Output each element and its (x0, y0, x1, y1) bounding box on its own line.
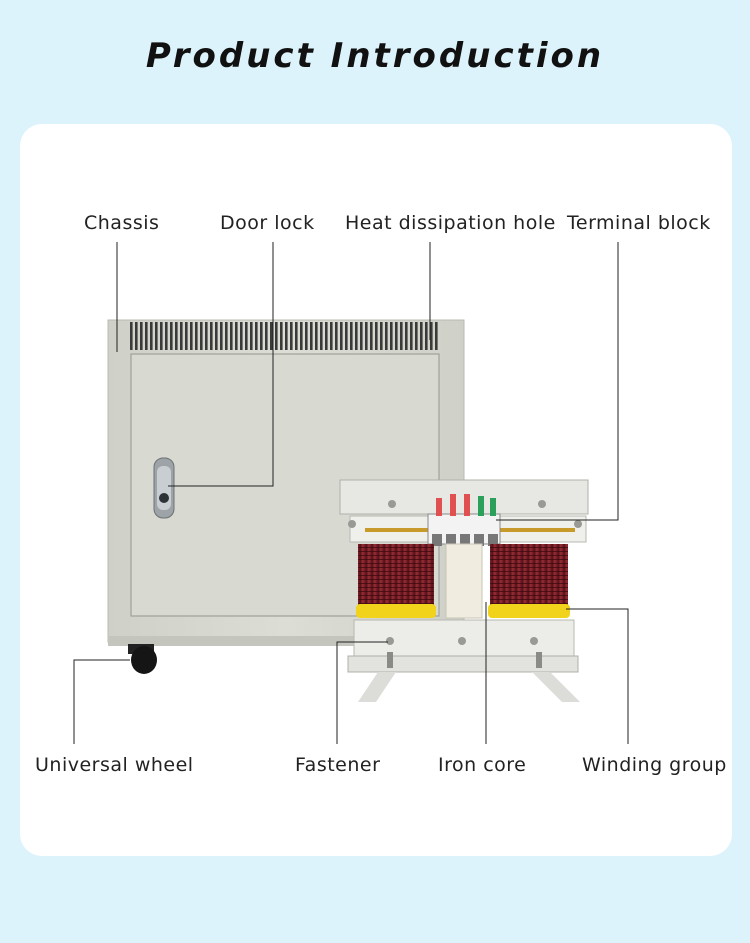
heat-dissipation-vent (128, 322, 440, 350)
terminal-block-leader (496, 242, 619, 521)
winding-left (358, 544, 434, 610)
transformer (339, 479, 589, 702)
coil-band-left (356, 604, 436, 618)
terminal-block (427, 494, 501, 546)
door-lock (153, 457, 175, 519)
coil-band-right (488, 604, 570, 618)
label-chassis: Chassis (84, 212, 160, 234)
iron-core (445, 543, 483, 619)
page-title: Product Introduction (145, 36, 605, 76)
label-winding-group: Winding group (582, 754, 727, 776)
label-heat-dissipation-hole: Heat dissipation hole (345, 212, 556, 234)
universal-wheel (128, 644, 157, 674)
wheel-leader (73, 659, 130, 744)
label-universal-wheel: Universal wheel (35, 754, 194, 776)
door-lock-leader (168, 242, 274, 487)
label-door-lock: Door lock (220, 212, 315, 234)
label-fastener: Fastener (295, 754, 381, 776)
fastener-leader (336, 641, 388, 744)
winding-leader (566, 608, 629, 744)
label-terminal-block: Terminal block (567, 212, 711, 234)
winding-right (490, 544, 568, 610)
leader-lines (73, 242, 629, 744)
label-iron-core: Iron core (438, 754, 527, 776)
